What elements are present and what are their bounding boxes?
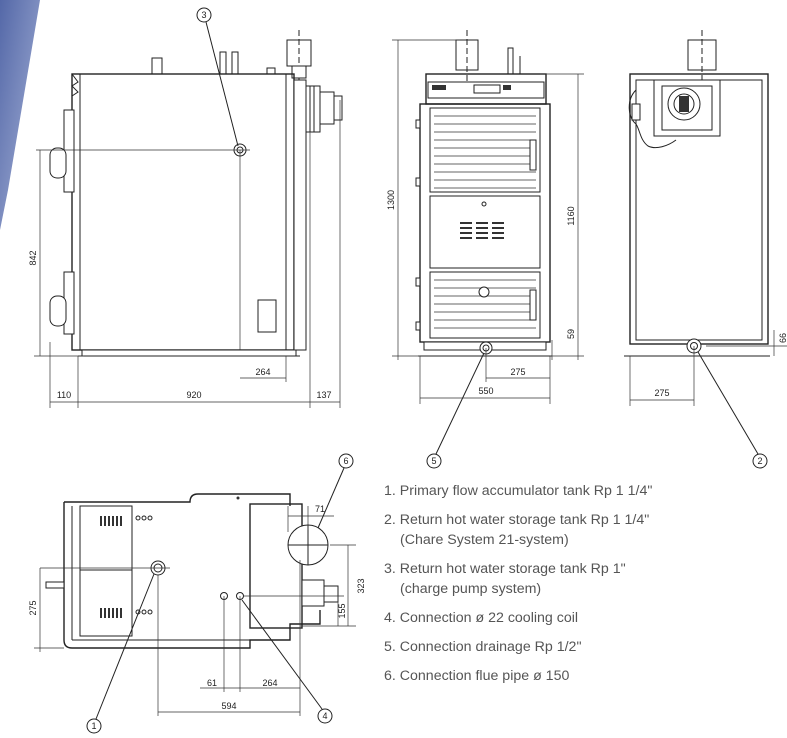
legend-item-1: 1. Primary flow accumulator tank Rp 1 1/… [384,481,784,501]
legend-item-2-text: 2. Return hot water storage tank Rp 1 1/… [384,512,650,528]
side-view [34,30,343,408]
callout-4-label: 4 [322,711,327,721]
callout-3 [196,7,239,147]
dim-550: 550 [478,386,493,396]
dim-842: 842 [28,250,38,265]
dim-323: 323 [356,578,366,593]
callout-2-label: 2 [757,456,762,466]
callout-2 [697,351,768,469]
callout-1-label: 1 [91,721,96,731]
dim-top-275: 275 [28,600,38,615]
legend-item-6-text: 6. Connection flue pipe ø 150 [384,668,570,684]
dim-top-264: 264 [262,678,277,688]
legend-item-3-subtext: (charge pump system) [400,581,542,597]
callout-1 [86,573,155,734]
legend-item-1-text: 1. Primary flow accumulator tank Rp 1 1/… [384,483,653,499]
callout-5 [426,352,485,469]
legend-item-2: 2. Return hot water storage tank Rp 1 1/… [384,510,784,550]
legend-item-3: 3. Return hot water storage tank Rp 1" (… [384,559,784,599]
dim-1160: 1160 [566,206,576,225]
connections-legend: 1. Primary flow accumulator tank Rp 1 1/… [384,481,784,695]
top-view [34,493,356,716]
legend-item-4-text: 4. Connection ø 22 cooling coil [384,610,579,626]
callout-5-label: 5 [431,456,436,466]
dim-594: 594 [221,701,236,711]
dim-155: 155 [337,603,347,618]
legend-item-5: 5. Connection drainage Rp 1/2" [384,637,784,657]
legend-item-3-text: 3. Return hot water storage tank Rp 1" [384,561,626,577]
dim-59: 59 [566,329,576,339]
legend-item-5-text: 5. Connection drainage Rp 1/2" [384,639,582,655]
legend-item-2-subtext: (Chare System 21-system) [400,532,569,548]
rear-view [624,30,787,406]
dim-110: 110 [57,390,71,400]
legend-item-4: 4. Connection ø 22 cooling coil [384,608,784,628]
callout-6-label: 6 [343,456,348,466]
dim-front-275: 275 [510,367,525,377]
callout-4 [241,599,333,724]
callout-6 [317,453,354,529]
dim-920: 920 [186,390,201,400]
dim-1300: 1300 [386,190,396,210]
front-view [392,30,584,404]
callout-3-label: 3 [201,10,206,20]
legend-item-6: 6. Connection flue pipe ø 150 [384,666,784,686]
dim-rear-275: 275 [654,388,669,398]
dim-71: 71 [315,504,325,514]
dim-137: 137 [316,390,331,400]
dim-66: 66 [778,333,787,343]
dim-61: 61 [207,678,217,688]
dim-side-264: 264 [255,367,270,377]
decorative-band [0,0,40,230]
